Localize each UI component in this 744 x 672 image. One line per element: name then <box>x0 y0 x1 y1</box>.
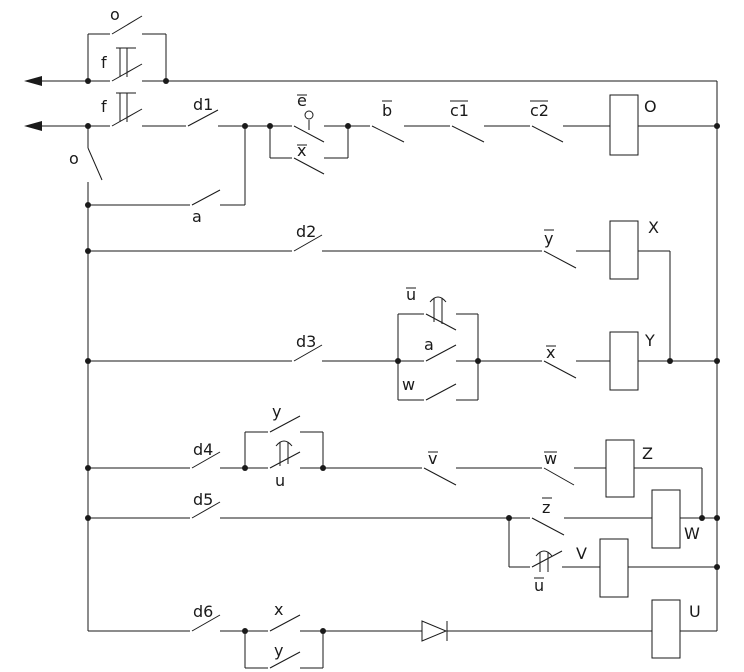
label-coil-W: W <box>684 524 700 543</box>
label-o: o <box>69 149 79 168</box>
label-d6: d6 <box>193 602 213 621</box>
rails <box>87 81 718 631</box>
coil-O <box>609 94 639 156</box>
label-x-bar: x <box>546 343 555 362</box>
label-x: x <box>274 600 283 619</box>
pushbutton-icon <box>275 440 293 466</box>
coil-X <box>609 220 639 280</box>
pushbutton-icon <box>429 296 447 324</box>
coil-Y <box>609 331 639 391</box>
label-coil-U: U <box>689 602 701 621</box>
coil-Z <box>605 439 635 498</box>
rung-O: f o d1 a e x <box>69 91 720 226</box>
rung-U: d6 x y U <box>88 599 718 669</box>
output-arrow-icon <box>24 76 42 86</box>
label-w-bar: w <box>544 449 557 468</box>
label-a: a <box>424 335 434 354</box>
rung-X: d2 y X <box>85 218 671 361</box>
rung-V: u V <box>508 518 720 598</box>
label-y: y <box>274 641 283 660</box>
label-u-bar: u <box>406 285 416 304</box>
rung-W: d5 z W <box>85 489 720 549</box>
label-f: f <box>101 97 107 116</box>
coil-U <box>651 599 681 659</box>
rung-Z: d4 y u v w Z <box>85 402 703 518</box>
label-o: o <box>110 5 120 24</box>
coil-W <box>651 489 681 549</box>
label-coil-Y: Y <box>644 331 655 350</box>
label-coil-X: X <box>648 218 659 237</box>
label-x-bar: x <box>297 141 306 160</box>
label-d3: d3 <box>296 332 316 351</box>
label-y: y <box>272 402 281 421</box>
label-u: u <box>275 471 285 490</box>
label-d5: d5 <box>193 490 213 509</box>
label-coil-Z: Z <box>642 444 653 463</box>
label-c2-bar: c2 <box>530 101 549 120</box>
label-y-bar: y <box>544 229 553 248</box>
pushbutton-icon <box>116 47 136 77</box>
label-f: f <box>101 53 107 72</box>
label-b-bar: b <box>382 101 392 120</box>
label-z-bar: z <box>542 498 550 517</box>
label-u-bar: u <box>534 576 544 595</box>
label-v-bar: v <box>428 449 437 468</box>
diode-icon <box>421 620 448 642</box>
label-coil-O: O <box>644 97 657 116</box>
label-d2: d2 <box>296 222 316 241</box>
label-c1-bar: c1 <box>450 101 469 120</box>
label-d1: d1 <box>193 95 213 114</box>
label-coil-V-name: V <box>576 544 587 563</box>
rung-Y: d3 u a w x Y <box>85 285 720 401</box>
label-w: w <box>402 375 415 394</box>
lamp-icon <box>304 110 314 120</box>
label-d4: d4 <box>193 440 213 459</box>
label-e-bar: e <box>297 91 307 110</box>
output-arrow-icon <box>24 121 42 131</box>
label-a: a <box>192 207 202 226</box>
top-row: o f <box>24 5 717 131</box>
pushbutton-icon <box>116 92 136 122</box>
pushbutton-icon <box>535 550 553 572</box>
coil-V <box>599 538 629 598</box>
